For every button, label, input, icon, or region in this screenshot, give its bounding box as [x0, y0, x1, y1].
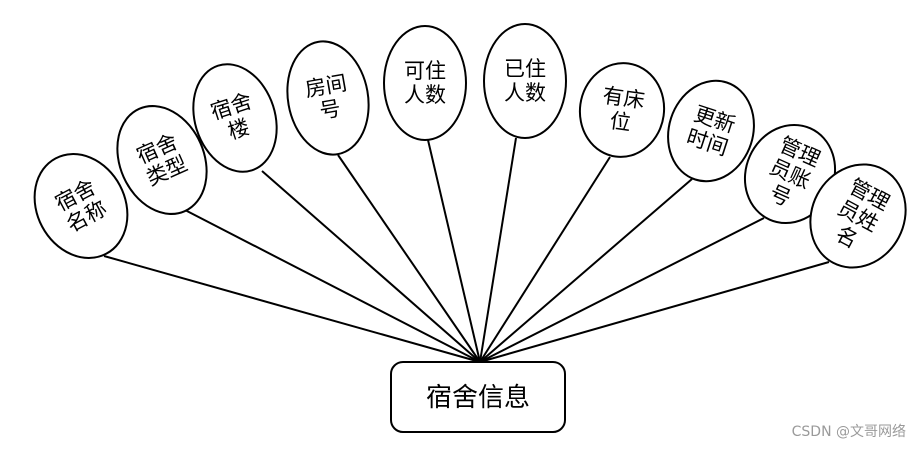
- attribute-has-bed: 有床位: [578, 62, 666, 158]
- connector-has-bed: [479, 156, 611, 363]
- connector-manager-account: [479, 217, 765, 363]
- connector-manager-name: [479, 261, 830, 363]
- connector-capacity: [427, 139, 481, 363]
- attribute-label: 位: [608, 109, 632, 136]
- attribute-ellipse: [192, 63, 278, 173]
- connector-update-time: [479, 178, 693, 363]
- attribute-ellipses: 宿舍名称宿舍类型宿舍楼房间号可住人数已住人数有床位更新时间管理员账号管理员姓名: [33, 23, 907, 269]
- attribute-ellipse: [33, 153, 129, 259]
- entity-label: 宿舍信息: [426, 383, 530, 413]
- connector-occupied: [479, 137, 517, 363]
- attribute-label: 人数: [404, 83, 446, 107]
- attribute-ellipse: [116, 105, 208, 215]
- attribute-ellipse: [667, 79, 755, 183]
- attribute-dorm-building: 宿舍楼: [192, 63, 278, 173]
- connector-room-number: [337, 154, 481, 363]
- attribute-label: 人数: [504, 81, 546, 105]
- attribute-room-number: 房间号: [286, 40, 370, 156]
- connector-dorm-name: [103, 255, 481, 363]
- connector-dorm-type: [184, 209, 481, 363]
- attribute-label: 有床: [601, 83, 646, 113]
- connector-lines: [103, 137, 830, 363]
- attribute-ellipse: [809, 163, 907, 269]
- entity-box: [390, 361, 566, 433]
- attribute-ellipse: [483, 23, 567, 139]
- attribute-label: 号: [318, 96, 343, 123]
- attribute-label: 已住: [504, 57, 546, 81]
- attribute-ellipse: [286, 40, 370, 156]
- attribute-ellipse: [578, 62, 666, 158]
- attribute-label: 可住: [404, 59, 446, 83]
- attribute-ellipse: [383, 25, 467, 141]
- entity-node: 宿舍信息: [390, 361, 566, 433]
- connector-dorm-building: [261, 170, 481, 363]
- watermark: CSDN @文哥网络: [791, 424, 906, 440]
